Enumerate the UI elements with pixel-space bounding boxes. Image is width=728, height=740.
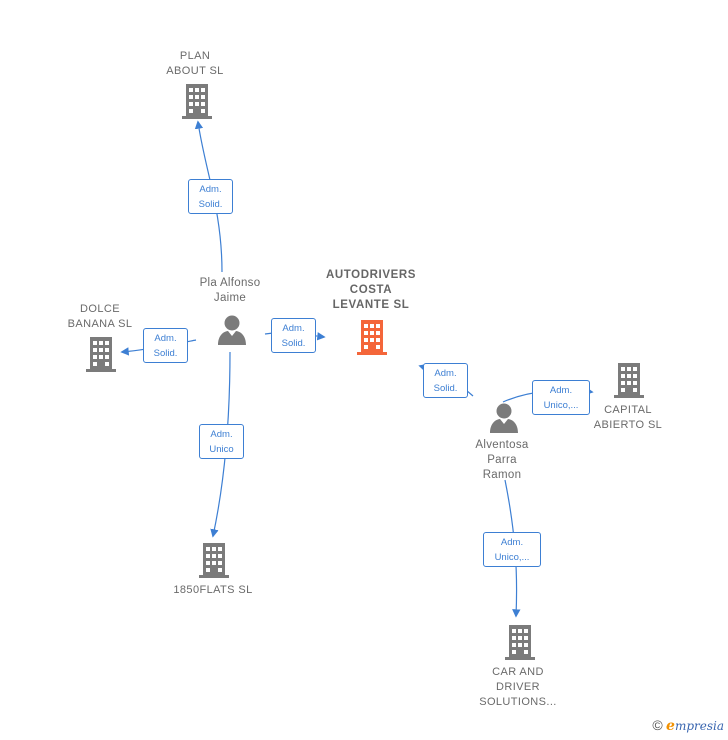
building-icon[interactable] <box>180 84 214 120</box>
person-icon[interactable] <box>217 314 247 346</box>
edge-label-alventosa-capital[interactable]: Adm. Unico,... <box>532 380 590 415</box>
copyright-symbol: © <box>652 717 663 733</box>
person-icon[interactable] <box>489 402 519 434</box>
building-icon[interactable] <box>612 363 646 399</box>
node-label-car-driver: CAR AND DRIVER SOLUTIONS... <box>479 666 557 708</box>
brand-logo-initial: e <box>666 718 675 734</box>
node-label-alventosa: Alventosa Parra Ramon <box>475 439 529 481</box>
edge-label-pla-dolce[interactable]: Adm. Solid. <box>143 328 188 363</box>
footer-brand: © empresia <box>652 717 724 734</box>
edge-label-pla-plan[interactable]: Adm. Solid. <box>188 179 233 214</box>
edge-label-alventosa-autodrivers[interactable]: Adm. Solid. <box>423 363 468 398</box>
brand-logo-text: mpresia <box>674 719 724 733</box>
node-label-1850flats: 1850FLATS SL <box>173 584 253 596</box>
node-label-plan-about: PLAN ABOUT SL <box>166 50 224 77</box>
node-label-dolce-banana: DOLCE BANANA SL <box>67 303 133 330</box>
building-icon[interactable] <box>84 337 118 373</box>
building-icon[interactable] <box>197 543 231 579</box>
node-label-pla-alfonso: Pla Alfonso Jaime <box>199 277 261 304</box>
building-icon[interactable] <box>503 625 537 661</box>
node-label-capital-abierto: CAPITAL ABIERTO SL <box>593 404 663 431</box>
edge-label-pla-1850[interactable]: Adm. Unico <box>199 424 244 459</box>
building-icon-main[interactable] <box>355 320 389 356</box>
edge-label-pla-autodrivers[interactable]: Adm. Solid. <box>271 318 316 353</box>
edge-label-alventosa-car[interactable]: Adm. Unico,... <box>483 532 541 567</box>
node-label-autodrivers: AUTODRIVERS COSTA LEVANTE SL <box>325 269 417 311</box>
